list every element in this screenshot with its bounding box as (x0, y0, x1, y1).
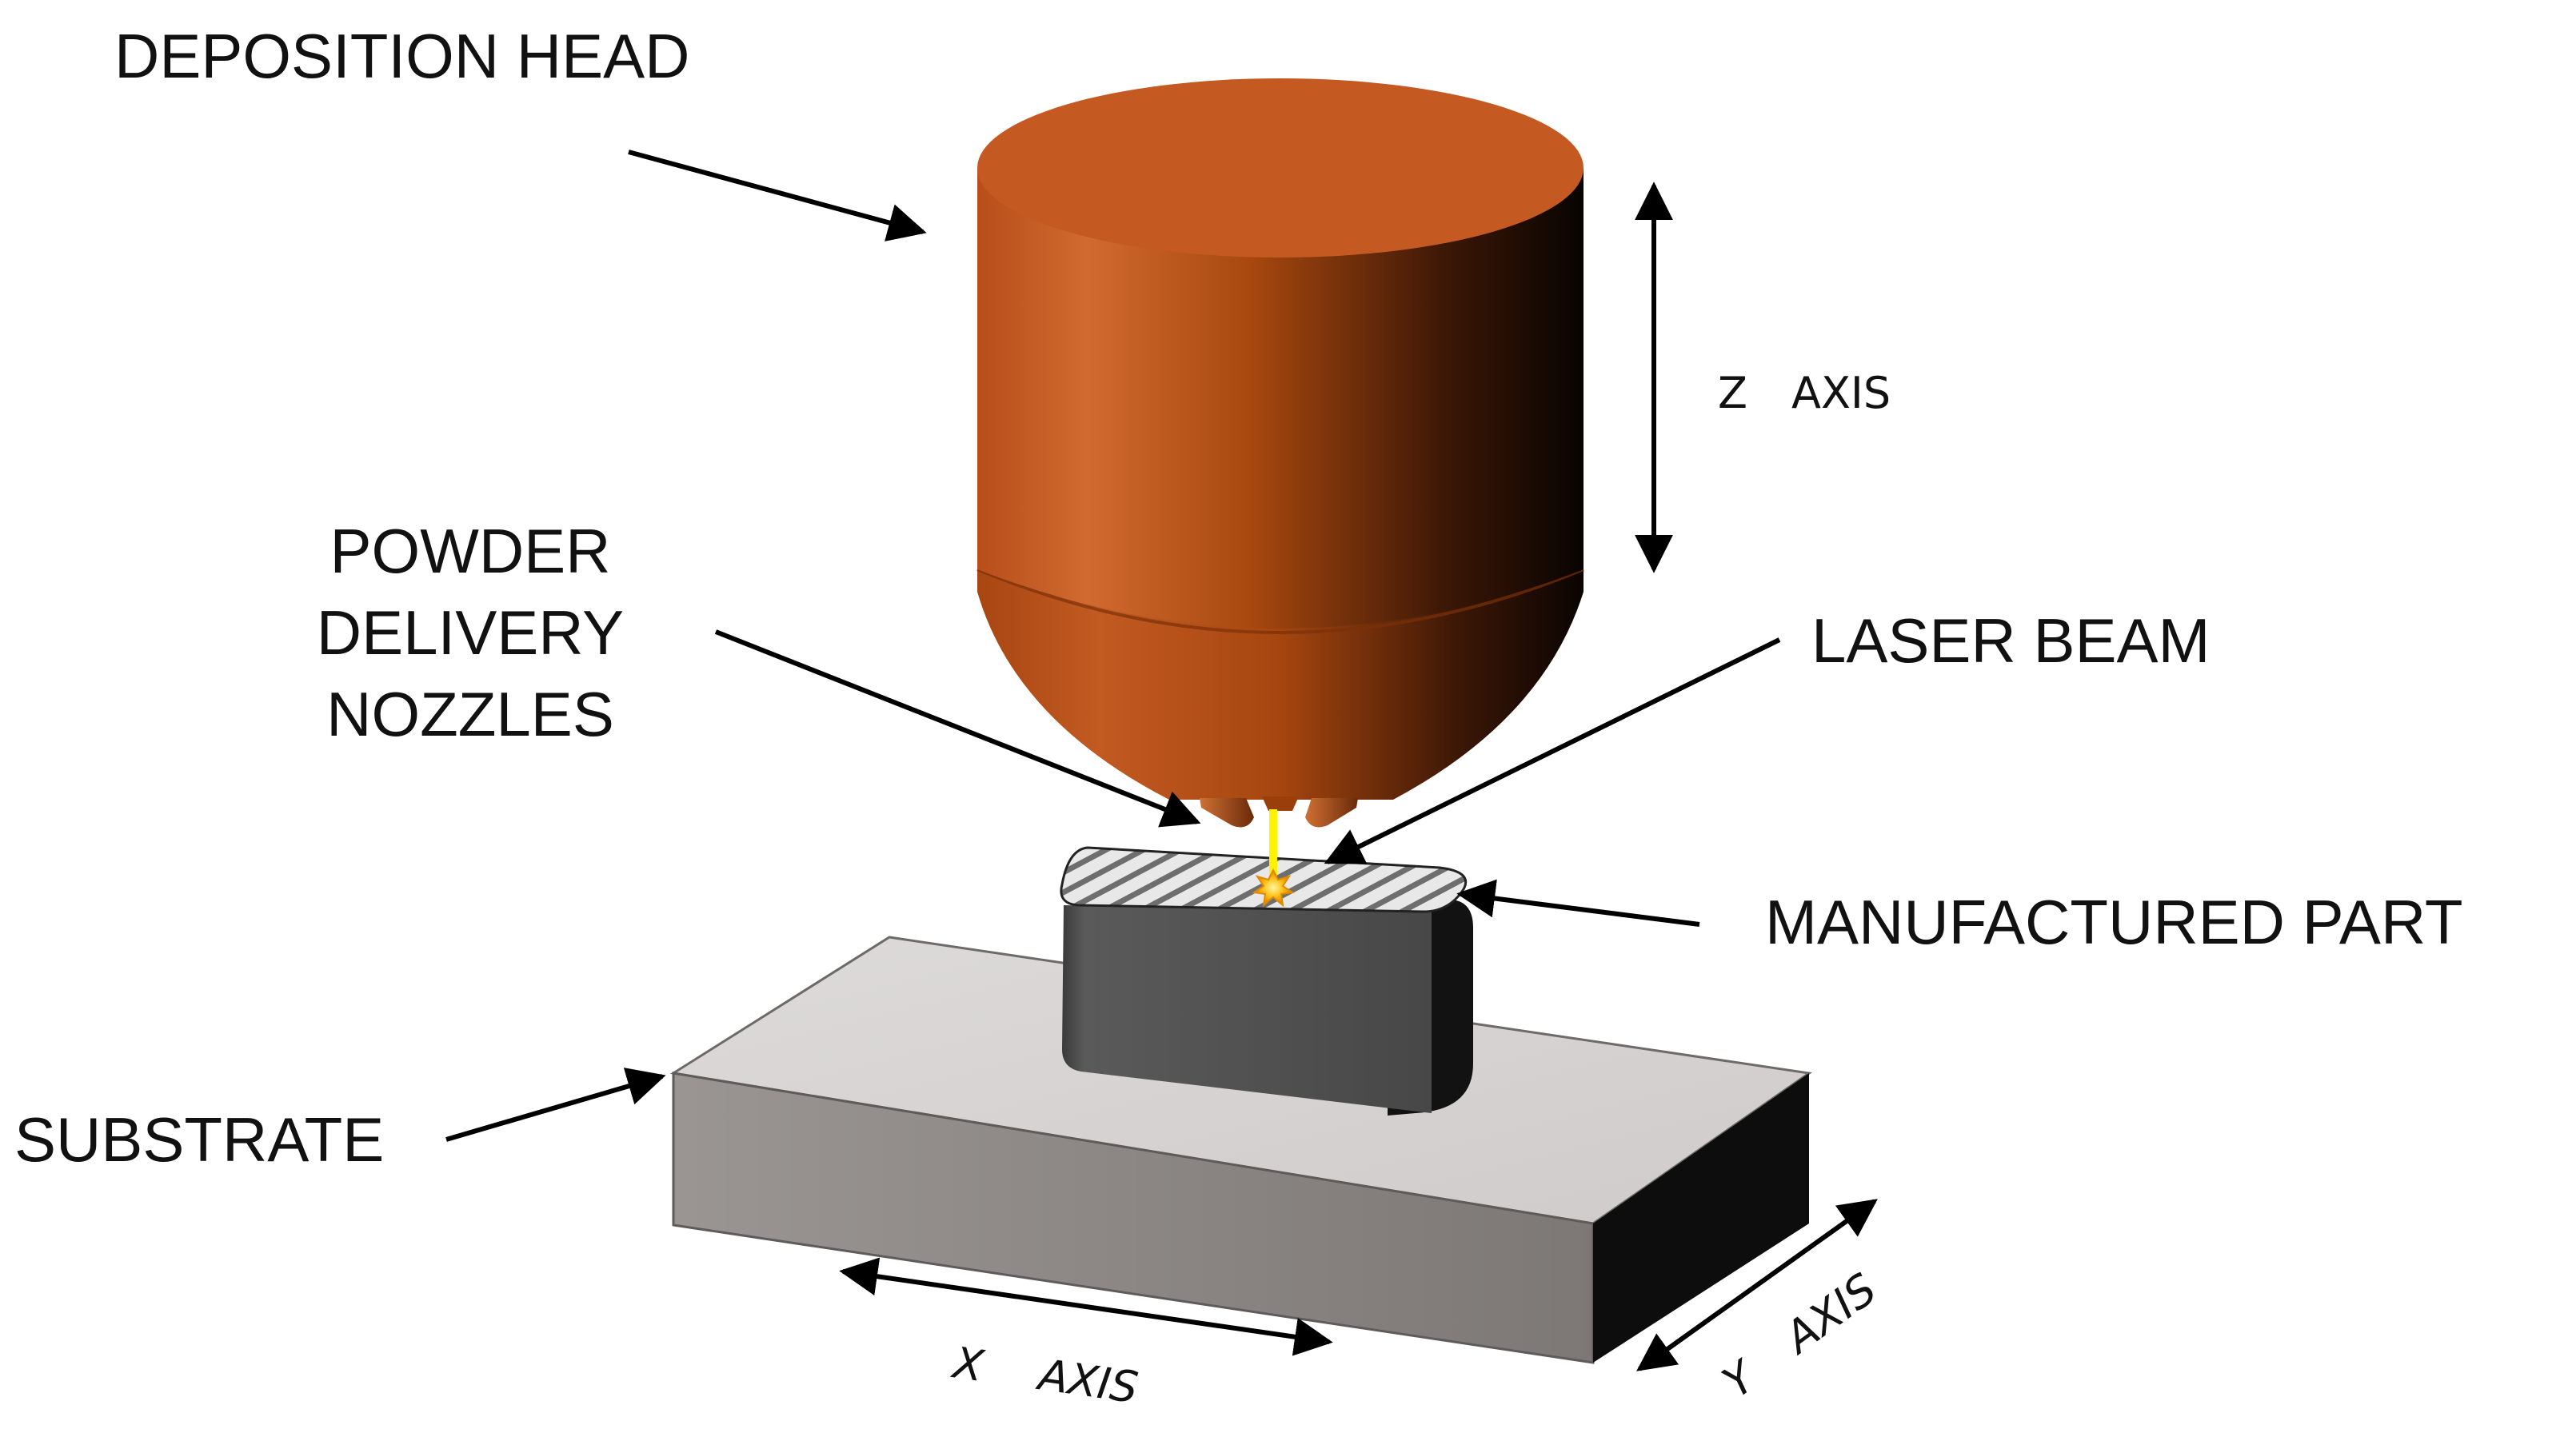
x-axis-arrow (839, 1257, 1333, 1356)
head-top-face (977, 78, 1584, 257)
x-axis-letter: X (948, 1337, 987, 1391)
y-axis-label: Y AXIS (1714, 1263, 1886, 1407)
powder-nozzles-label-line2: DELIVERY (317, 597, 624, 668)
powder-nozzles-label-line1: POWDER (330, 516, 611, 586)
y-axis-letter: Y (1714, 1350, 1767, 1408)
laser-beam-leader-arrow (1324, 637, 1781, 864)
part-front-face (1062, 905, 1432, 1113)
laser-beam-label: LASER BEAM (1811, 605, 2211, 676)
x-axis-word: AXIS (1033, 1349, 1141, 1413)
deposition-head-leader-arrow (628, 150, 927, 241)
cone-seam (976, 568, 1584, 634)
nozzle-cone (977, 568, 1584, 800)
powder-nozzles-leader-arrow (714, 629, 1201, 828)
deposition-head (976, 78, 1584, 828)
nozzle-center (1262, 796, 1299, 811)
x-axis-label: X AXIS (948, 1337, 1141, 1413)
z-axis-letter: Z (1718, 368, 1747, 418)
laser-beam (1269, 809, 1277, 881)
y-axis-word: AXIS (1774, 1263, 1886, 1364)
head-cylinder-body (977, 168, 1584, 629)
nozzle-left (1200, 798, 1254, 828)
manufactured-part-leader-arrow (1456, 879, 1700, 927)
deposition-head-label: DEPOSITION HEAD (114, 21, 689, 91)
manufactured-part-label: MANUFACTURED PART (1765, 887, 2463, 957)
powder-nozzles-label-line3: NOZZLES (326, 679, 614, 749)
y-axis-arrow (1636, 1199, 1878, 1371)
nozzle-right (1305, 798, 1358, 828)
z-axis-word: AXIS (1791, 368, 1891, 418)
substrate-label: SUBSTRATE (14, 1104, 384, 1175)
melt-pool (1252, 868, 1295, 908)
substrate-leader-arrow (445, 1068, 666, 1142)
